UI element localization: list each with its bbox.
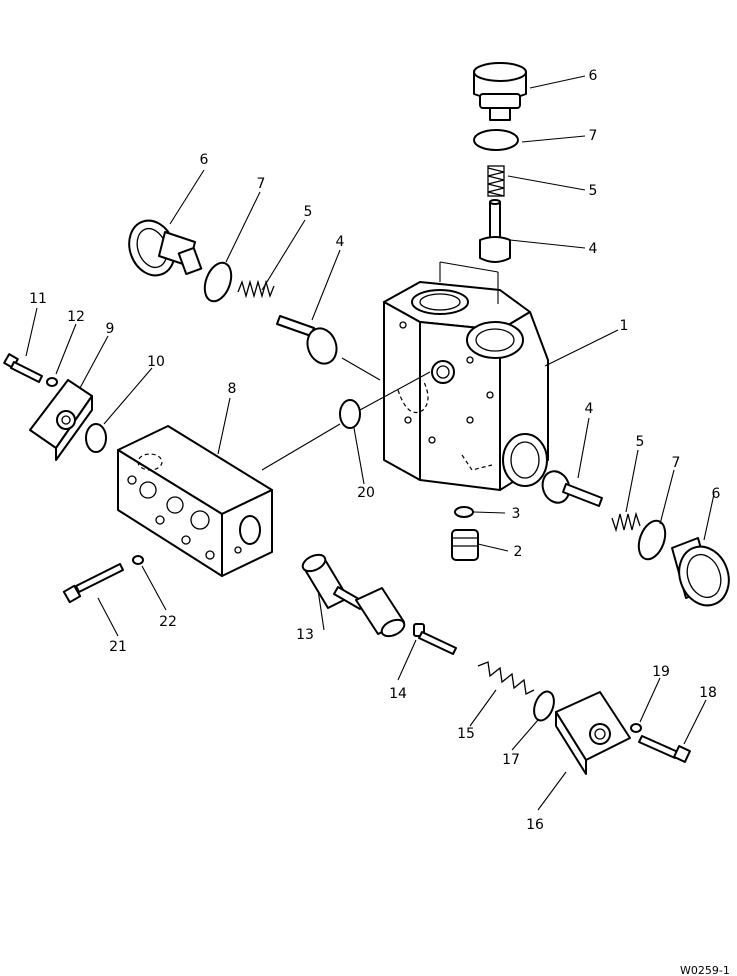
- part-10-oring: [85, 423, 107, 453]
- callout-numbers: 6 7 5 4 1 6 7 5 4 11 12 9 10 8 20 3 2 4 …: [29, 68, 720, 833]
- callout-13: 13: [296, 627, 314, 643]
- callout-20: 20: [357, 485, 375, 501]
- callout-2: 2: [514, 544, 523, 560]
- top-oring-7: [473, 129, 519, 151]
- callout-6-left: 6: [200, 152, 209, 168]
- callout-7-top: 7: [589, 128, 598, 144]
- part-13-spool: [301, 553, 406, 638]
- callout-16: 16: [526, 817, 544, 833]
- top-plug-6: [473, 62, 527, 121]
- part-2-plug: [451, 529, 479, 561]
- right-spring-5: [611, 511, 641, 533]
- part-11-bolt: [3, 353, 43, 383]
- callout-3: 3: [512, 506, 521, 522]
- part-19-washer: [630, 723, 642, 733]
- callout-1: 1: [620, 318, 629, 334]
- right-poppet-4: [541, 470, 603, 507]
- callout-4-left: 4: [336, 234, 345, 250]
- callout-11: 11: [29, 291, 47, 307]
- right-plug-6: [671, 537, 730, 607]
- callout-14: 14: [389, 686, 407, 702]
- callout-21: 21: [109, 639, 127, 655]
- left-poppet-4: [276, 315, 338, 365]
- callout-12: 12: [67, 309, 85, 325]
- callout-15: 15: [457, 726, 475, 742]
- callout-17: 17: [502, 752, 520, 768]
- callout-7-left: 7: [257, 176, 266, 192]
- part-16-flange: [555, 691, 631, 775]
- callout-18: 18: [699, 685, 717, 701]
- callout-7-right: 7: [672, 455, 681, 471]
- part-17-oring: [533, 690, 555, 722]
- part-22-washer: [132, 555, 144, 565]
- callout-6-right: 6: [712, 486, 721, 502]
- part-20-oring: [339, 399, 361, 429]
- callout-5-left: 5: [304, 204, 313, 220]
- left-oring-7: [203, 261, 233, 303]
- top-poppet-4: [479, 199, 511, 263]
- callout-4-right: 4: [585, 401, 594, 417]
- part-12-washer: [46, 377, 58, 387]
- part-1-valve-body: [383, 261, 549, 491]
- part-3-oring: [454, 506, 474, 518]
- callout-19: 19: [652, 664, 670, 680]
- callout-10: 10: [147, 354, 165, 370]
- callout-6-top: 6: [589, 68, 598, 84]
- callout-4-top: 4: [589, 241, 598, 257]
- part-14-pin: [413, 623, 457, 655]
- part-18-bolt: [638, 735, 691, 763]
- callout-22: 22: [159, 614, 177, 630]
- part-21-bolt: [62, 563, 124, 604]
- callout-5-top: 5: [589, 183, 598, 199]
- left-spring-5: [237, 279, 275, 299]
- callout-8: 8: [228, 381, 237, 397]
- top-spring-5: [487, 165, 505, 197]
- leader-lines: [25, 75, 715, 811]
- right-oring-7: [637, 519, 667, 561]
- part-15-spring: [477, 661, 535, 695]
- part-8-block: [117, 425, 273, 577]
- left-plug-6: [128, 219, 203, 277]
- part-9-flange: [29, 379, 93, 461]
- drawing-code: W0259-1: [680, 964, 730, 976]
- callout-9: 9: [106, 321, 115, 337]
- callout-5-right: 5: [636, 434, 645, 450]
